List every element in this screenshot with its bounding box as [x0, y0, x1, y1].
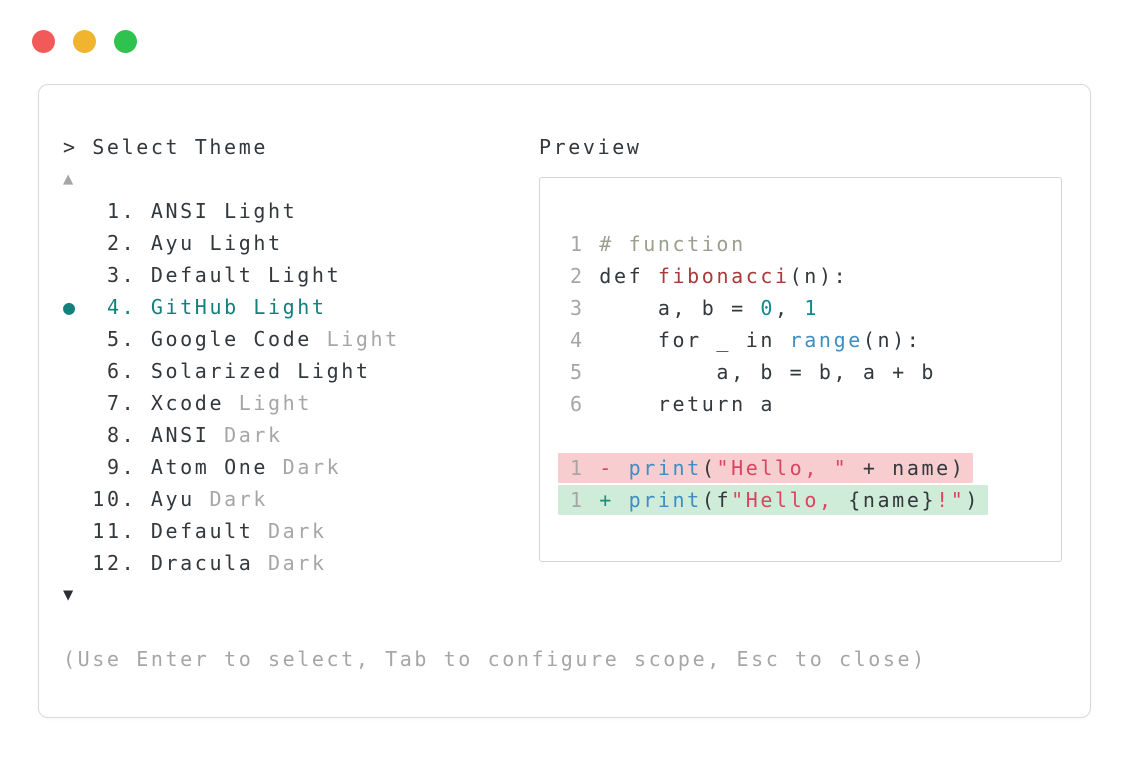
- theme-item-2[interactable]: 2. Ayu Light: [92, 231, 283, 255]
- theme-item-12[interactable]: 12. Dracula Dark: [92, 551, 327, 575]
- keyboard-hints: (Use Enter to select, Tab to configure s…: [63, 647, 927, 671]
- diff-line-removed: 1 - print("Hello, " + name): [558, 453, 974, 483]
- preview-panel: 1 # function 2 def fibonacci(n): 3 a, b = …: [539, 177, 1062, 562]
- theme-item-10[interactable]: 10. Ayu Dark: [92, 487, 269, 511]
- theme-item-6[interactable]: 6. Solarized Light: [92, 359, 371, 383]
- code-line: 1 # function: [570, 232, 746, 256]
- theme-list: 1. ANSI Light 2. Ayu Light 3. Default Li…: [63, 195, 539, 579]
- window-close-button[interactable]: [32, 30, 55, 53]
- theme-item-5[interactable]: 5. Google Code Light: [92, 327, 400, 351]
- preview-label: Preview: [539, 135, 642, 159]
- code-line: 2 def fibonacci(n):: [570, 264, 849, 288]
- theme-item-1[interactable]: 1. ANSI Light: [92, 199, 298, 223]
- diff-line-added: 1 + print(f"Hello, {name}!"): [558, 485, 989, 515]
- theme-item-11[interactable]: 11. Default Dark: [92, 519, 327, 543]
- theme-picker-window: > Select Theme ▲ 1. ANSI Light 2. Ayu Li…: [38, 84, 1091, 718]
- window-minimize-button[interactable]: [73, 30, 96, 53]
- window-maximize-button[interactable]: [114, 30, 137, 53]
- scroll-up-icon[interactable]: ▲: [63, 169, 76, 189]
- code-preview: 1 # function 2 def fibonacci(n): 3 a, b = …: [558, 228, 1061, 516]
- code-line: 6 return a: [570, 392, 775, 416]
- code-line: 4 for _ in range(n):: [570, 328, 922, 352]
- code-line: 3 a, b = 0, 1: [570, 296, 819, 320]
- theme-item-7[interactable]: 7. Xcode Light: [92, 391, 312, 415]
- theme-list-column: > Select Theme ▲ 1. ANSI Light 2. Ayu Li…: [63, 131, 539, 611]
- code-line: 1 + print(f"Hello, {name}!"): [558, 484, 1061, 516]
- select-theme-prompt: > Select Theme: [63, 135, 268, 159]
- code-line: 5 a, b = b, a + b: [570, 360, 937, 384]
- code-blank-line: [570, 420, 1061, 452]
- theme-item-4[interactable]: ● 4. GitHub Light: [63, 295, 327, 319]
- theme-item-9[interactable]: 9. Atom One Dark: [92, 455, 342, 479]
- scroll-down-icon[interactable]: ▼: [63, 585, 76, 605]
- theme-item-3[interactable]: 3. Default Light: [92, 263, 342, 287]
- code-line: 1 - print("Hello, " + name): [558, 452, 1061, 484]
- theme-item-8[interactable]: 8. ANSI Dark: [92, 423, 283, 447]
- preview-column: Preview 1 # function 2 def fibonacci(n): 3…: [539, 131, 1062, 562]
- window-controls: [32, 30, 137, 53]
